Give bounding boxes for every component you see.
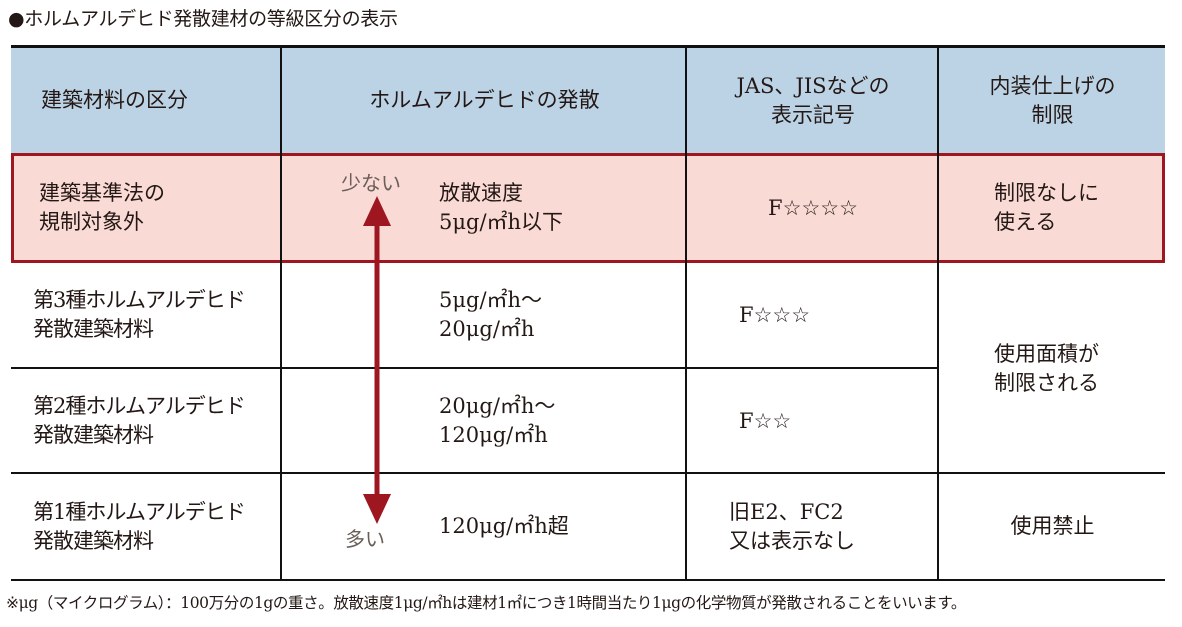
header-emission: ホルムアルデヒドの発散	[369, 88, 600, 112]
page-title: ●ホルムアルデヒド発散建材の等級区分の表示	[8, 8, 398, 30]
row3-category: 第2種ホルムアルデヒド 発散建築材料	[33, 394, 246, 447]
column-divider	[280, 48, 282, 579]
emission-scale-arrow-icon	[363, 196, 391, 524]
row3-symbol: F☆☆	[739, 408, 792, 433]
column-divider	[937, 48, 939, 579]
row1-emission: 放散速度 5μg/㎡h以下	[439, 181, 564, 234]
row4-emission: 120μg/㎡h超	[439, 514, 569, 538]
header-category: 建築材料の区分	[41, 88, 188, 112]
row4-restriction: 使用禁止	[1010, 514, 1095, 538]
row2-3-restriction: 使用面積が 制限される	[994, 341, 1099, 395]
footnote: ※μg（マイクログラム）：100万分の1gの重さ。放散速度1μg/㎡hは建材1㎡…	[6, 594, 967, 612]
table-top-border	[11, 45, 1165, 48]
arrow-label-less: 少ない	[341, 170, 401, 195]
row4-category: 第1種ホルムアルデヒド 発散建築材料	[33, 499, 246, 553]
row-divider	[11, 367, 1165, 369]
row-divider	[11, 472, 1165, 474]
arrow-label-more: 多い	[345, 526, 385, 551]
row1-symbol: F☆☆☆☆	[768, 195, 858, 220]
row2-emission: 5μg/㎡h～ 20μg/㎡h	[439, 288, 543, 341]
highlighted-row	[11, 153, 1165, 263]
row3-emission: 20μg/㎡h～ 120μg/㎡h	[439, 394, 556, 447]
row4-symbol: 旧E2、FC2 又は表示なし	[729, 499, 855, 553]
row2-category: 第3種ホルムアルデヒド 発散建築材料	[33, 288, 246, 341]
column-divider	[685, 48, 687, 579]
row1-restriction: 制限なしに 使える	[994, 181, 1099, 234]
header-symbol: JAS、JISなどの 表示記号	[736, 73, 890, 127]
row1-category: 建築基準法の 規制対象外	[39, 181, 165, 234]
row2-symbol: F☆☆☆	[739, 302, 811, 327]
formaldehyde-grade-table: 建築材料の区分 ホルムアルデヒドの発散 JAS、JISなどの 表示記号 内装仕上…	[11, 45, 1165, 581]
header-restriction: 内装仕上げの 制限	[989, 73, 1116, 127]
table-header	[11, 48, 1165, 153]
table-bottom-border	[11, 579, 1165, 581]
